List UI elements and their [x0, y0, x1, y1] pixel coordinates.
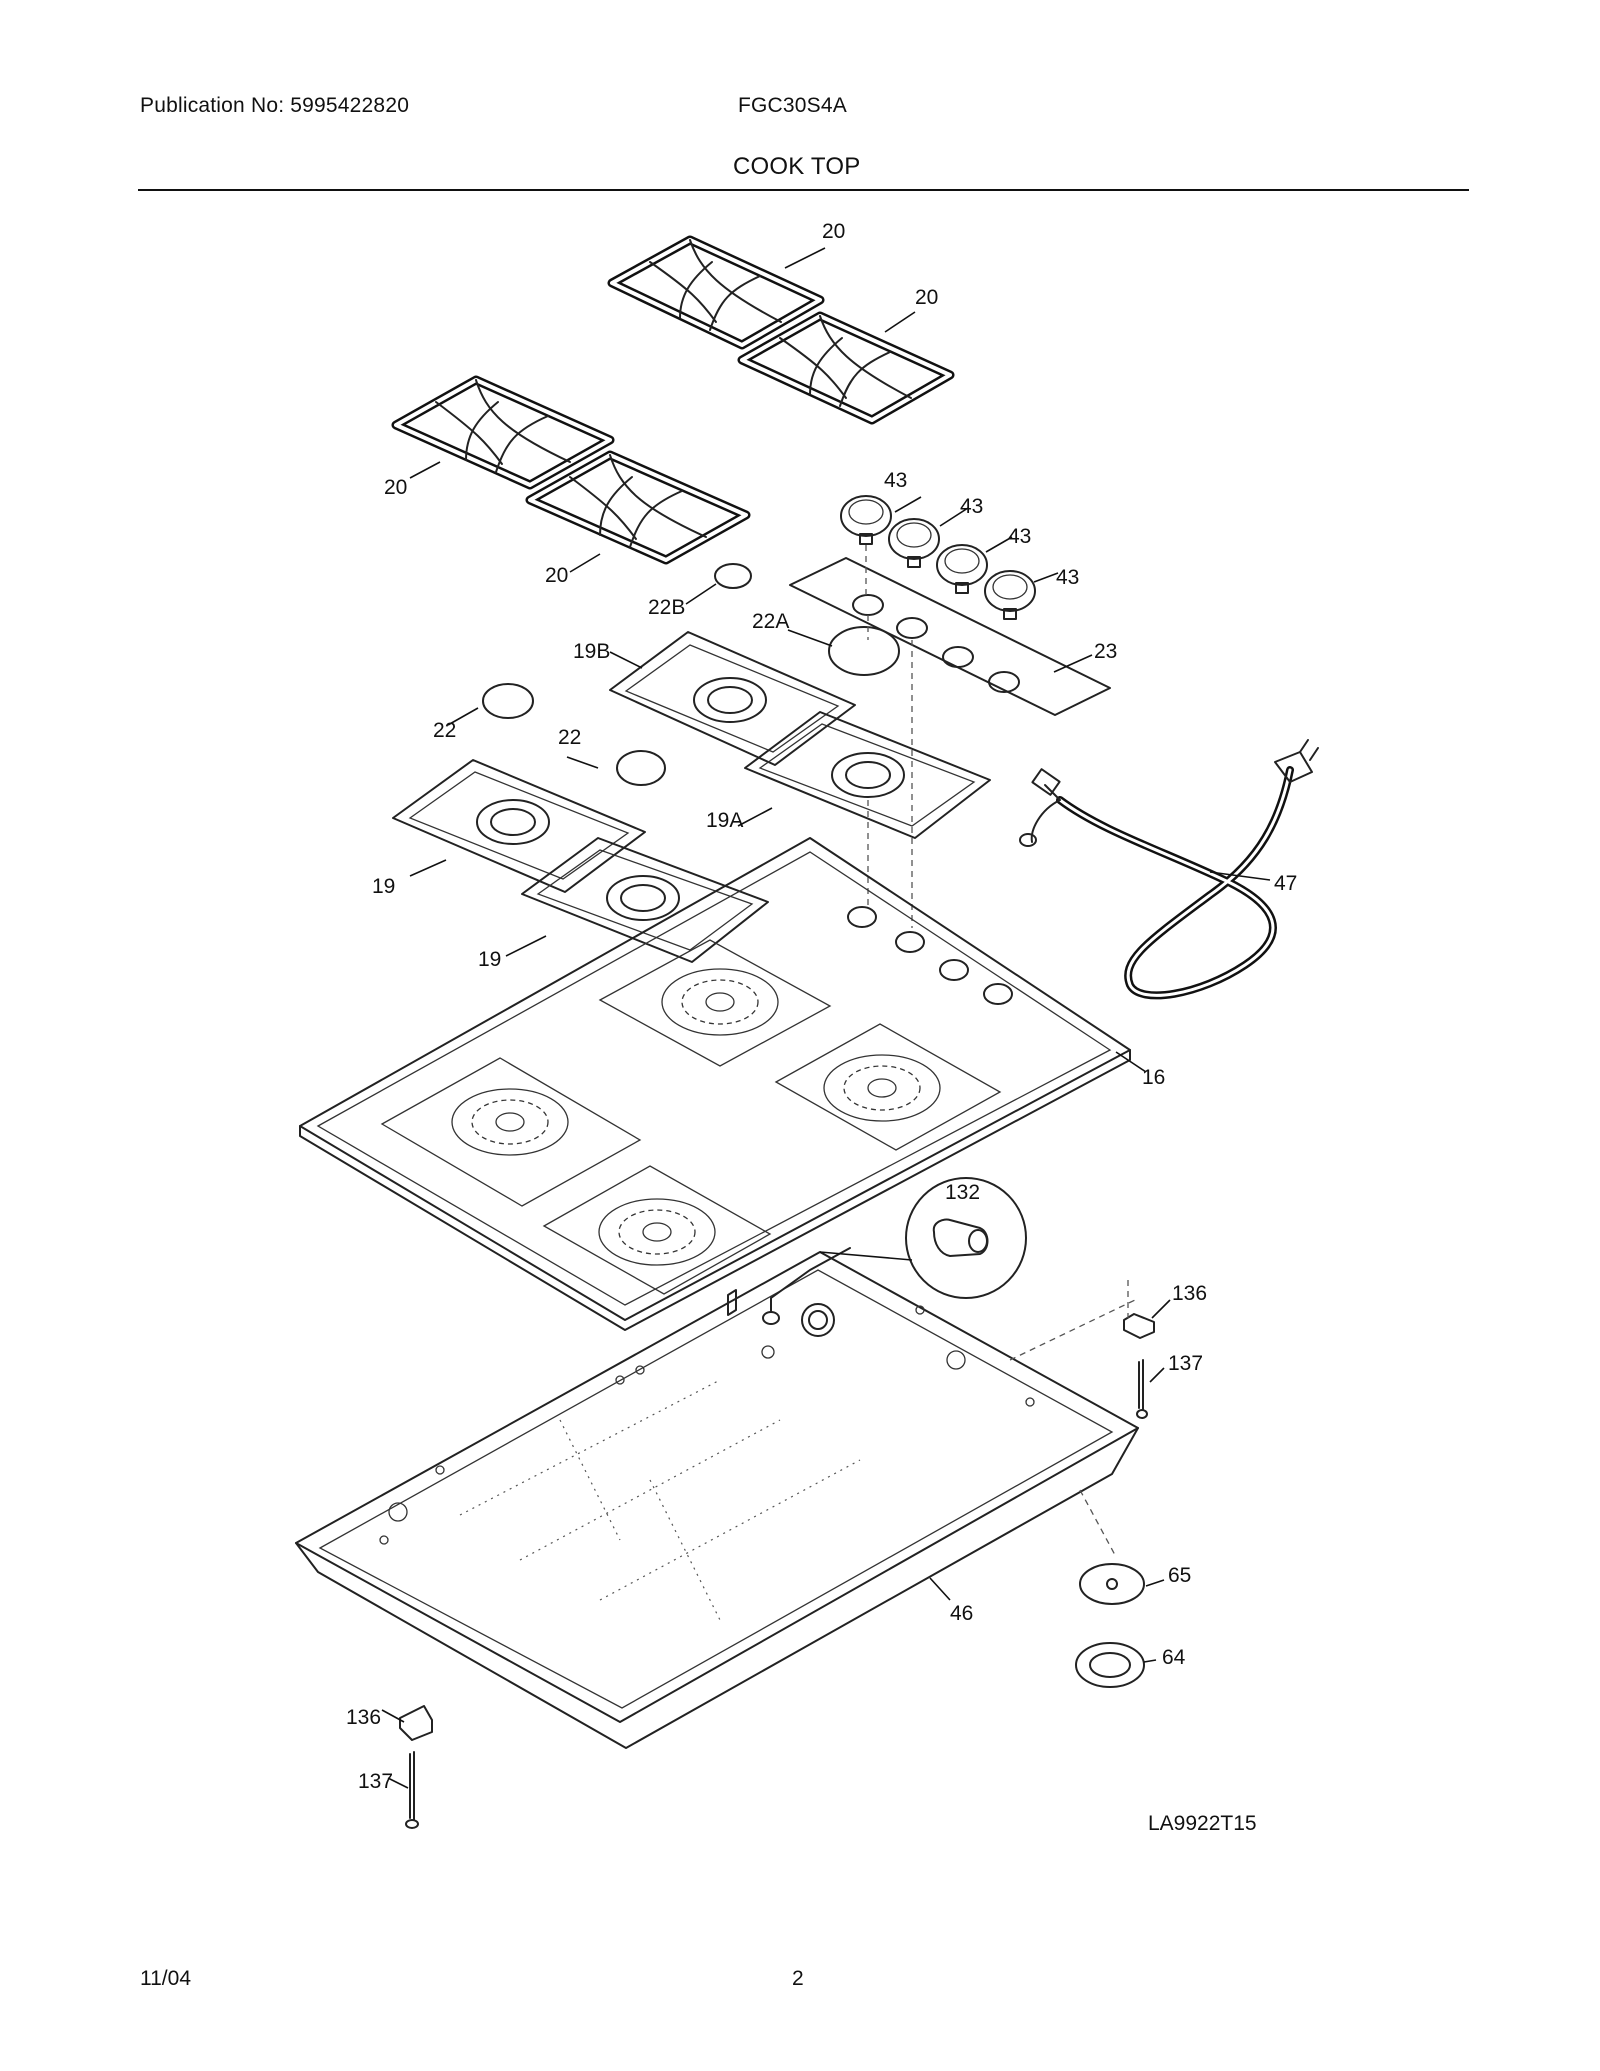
callout-22A: 22A	[752, 610, 789, 633]
publication-number: Publication No: 5995422820	[140, 94, 410, 117]
burner-box	[295, 1247, 1139, 1749]
gasket-64	[1075, 1642, 1145, 1688]
gasket-65	[1079, 1563, 1145, 1605]
callout-22-a: 22	[433, 719, 456, 742]
drawing-id: LA9922T15	[1148, 1812, 1257, 1835]
callout-43-d: 43	[1056, 566, 1079, 589]
model-number: FGC30S4A	[738, 94, 847, 117]
callout-19-b: 19	[478, 948, 501, 971]
burner-caps	[482, 563, 900, 786]
callout-43-c: 43	[1008, 525, 1031, 548]
callout-22B: 22B	[648, 596, 685, 619]
callout-132: 132	[945, 1181, 980, 1204]
bracket-136-left	[399, 1705, 433, 1741]
callout-19B: 19B	[573, 640, 610, 663]
drip-pan-19-left	[392, 759, 646, 893]
knob-holes	[847, 906, 1013, 1005]
callout-47: 47	[1274, 872, 1297, 895]
drip-pan-19-right	[521, 837, 769, 963]
cooktop-main	[299, 837, 1131, 1331]
callout-136-b: 136	[346, 1706, 381, 1729]
callout-19A: 19A	[706, 809, 743, 832]
grate-top-right	[737, 311, 955, 425]
cooktop-burner-1	[451, 1088, 569, 1156]
callout-20-c: 20	[384, 476, 407, 499]
header-rule	[138, 189, 1469, 191]
grate-mid-left	[391, 375, 615, 490]
callout-23: 23	[1094, 640, 1117, 663]
section-title: COOK TOP	[733, 153, 861, 180]
power-cord	[1019, 739, 1319, 1000]
callout-22-b: 22	[558, 726, 581, 749]
cooktop-burner-3	[661, 968, 779, 1036]
callout-137-b: 137	[358, 1770, 393, 1793]
screw-137-right	[1136, 1359, 1148, 1419]
callout-20-a: 20	[822, 220, 845, 243]
callout-19-a: 19	[372, 875, 395, 898]
callout-64: 64	[1162, 1646, 1186, 1669]
callout-20-b: 20	[915, 286, 938, 309]
footer-date: 11/04	[140, 1967, 191, 1990]
page-number: 2	[792, 1967, 804, 1990]
detail-inset-132	[819, 1177, 1027, 1299]
alignment-lines	[865, 545, 913, 928]
callout-43-a: 43	[884, 469, 907, 492]
callout-65: 65	[1168, 1564, 1191, 1587]
callout-16: 16	[1142, 1066, 1165, 1089]
callout-137-a: 137	[1168, 1352, 1203, 1375]
cooktop-burner-4	[823, 1054, 941, 1122]
callout-20-d: 20	[545, 564, 568, 587]
callout-labels: 20 20 20 20 43 43 43 43 22B 22A 23 19B 2…	[346, 220, 1297, 1835]
control-panel	[789, 557, 1111, 716]
leader-lines	[381, 247, 1271, 1789]
drip-pan-19A	[744, 711, 991, 839]
drip-pan-19B	[609, 631, 856, 766]
grate-mid-right	[525, 450, 751, 565]
grate-top-left	[607, 235, 825, 350]
cooktop-burner-2	[598, 1198, 716, 1266]
callout-136-a: 136	[1172, 1282, 1207, 1305]
screw-137-left	[405, 1751, 419, 1829]
callout-43-b: 43	[960, 495, 983, 518]
callout-46: 46	[950, 1602, 973, 1625]
bracket-136-right	[1123, 1280, 1155, 1339]
control-knobs	[840, 495, 1036, 620]
